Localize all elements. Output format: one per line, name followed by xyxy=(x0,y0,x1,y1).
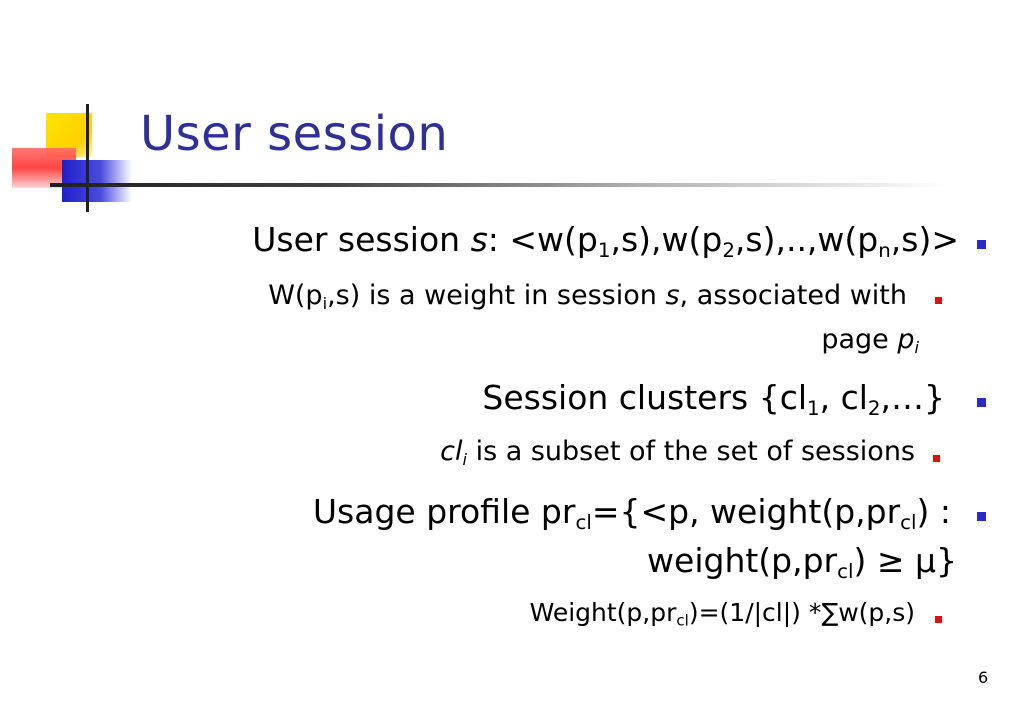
bullet-usage-profile: Usage profile prcl={<p, weight(p,prcl) : xyxy=(312,492,951,534)
bullet-weight-formula: Weight(p,prcl)=(1/|cl|) *∑w(p,s) xyxy=(529,598,915,630)
page-number: 6 xyxy=(978,668,989,687)
bullet-weight-definition: W(pi,s) is a weight in session s, associ… xyxy=(268,280,907,313)
title-underline xyxy=(50,183,950,187)
bullet-cluster-subset: cli is a subset of the set of sessions xyxy=(440,436,915,469)
logo-vertical-line xyxy=(86,104,89,212)
logo-blue-square xyxy=(62,160,132,202)
bullet-square-icon xyxy=(977,240,986,249)
bullet-square-icon xyxy=(977,512,986,521)
slide-title: User session xyxy=(140,106,449,162)
bullet-square-icon xyxy=(935,297,942,304)
bullet-square-icon xyxy=(933,455,940,462)
bullet-weight-definition-cont: page pi xyxy=(821,324,919,357)
bullet-user-session: User session s: <w(p1,s),w(p2,s),..,w(pn… xyxy=(252,220,959,262)
bullet-session-clusters: Session clusters {cl1, cl2,…} xyxy=(482,378,945,420)
bullet-usage-profile-cont: weight(p,prcl) ≥ μ} xyxy=(647,541,957,583)
bullet-square-icon xyxy=(935,616,942,623)
bullet-square-icon xyxy=(977,398,986,407)
